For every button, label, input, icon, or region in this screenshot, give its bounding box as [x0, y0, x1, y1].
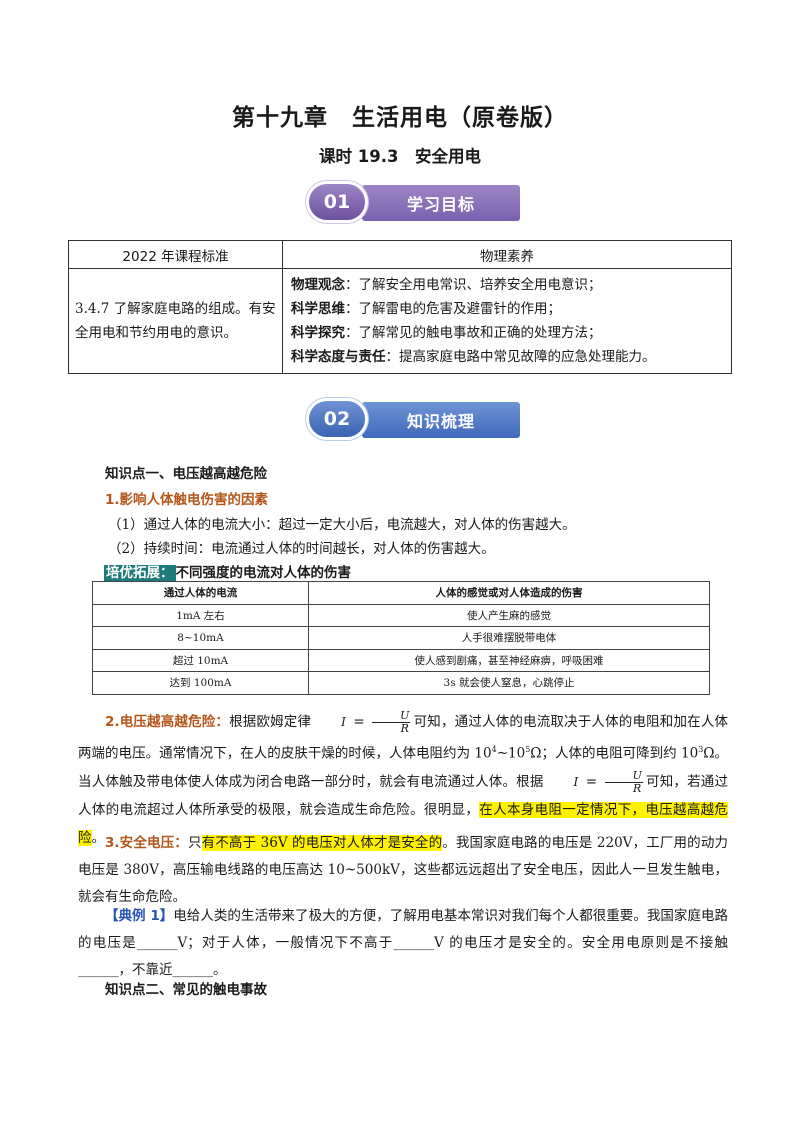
paragraph-safe-voltage: 3.安全电压：只有不高于 36V 的电压对人体才是安全的。我国家庭电路的电压是 … [78, 835, 728, 905]
table-row: 超过 10mA 使人感到剧痛，甚至神经麻痹，呼吸困难 [92, 648, 710, 672]
table-header: 物理素养 [282, 240, 732, 269]
page-subtitle: 课时 19.3 安全用电 [319, 147, 481, 166]
text-line: （1）通过人体的电流大小：超过一定大小后，电流越大，对人体的伤害越大。 [108, 517, 576, 533]
table-header: 通过人体的电流 [92, 581, 309, 605]
literacy-item: 科学思维：了解雷电的危害及避雷针的作用； [291, 301, 561, 317]
literacy-item: 物理观念：了解安全用电常识、培养安全用电意识； [291, 277, 602, 293]
standard-text: 3.4.7 了解家庭电路的组成。有安全用电和节约用电的意识。 [68, 268, 283, 374]
section-label: 知识梳理 [362, 402, 520, 438]
example-label: 【典例 1】 [105, 908, 174, 924]
curriculum-standards-table: 2022 年课程标准 物理素养 3.4.7 了解家庭电路的组成。有安全用电和节约… [68, 240, 732, 374]
table-header: 2022 年课程标准 [68, 240, 283, 269]
highlight: 有不高于 36V 的电压对人体才是安全的 [201, 835, 443, 851]
literacy-item: 科学探究：了解常见的触电事故和正确的处理方法； [291, 325, 602, 341]
knowledge-point-heading: 知识点一、电压越高越危险 [105, 466, 267, 482]
table-row: 8~10mA 人手很难摆脱带电体 [92, 626, 710, 650]
section-label: 学习目标 [362, 185, 520, 221]
section-number-badge: 02 [306, 398, 368, 440]
literacy-list: 物理观念：了解安全用电常识、培养安全用电意识； 科学思维：了解雷电的危害及避雷针… [282, 268, 732, 374]
table-row: 达到 100mA 3s 就会使人窒息，心跳停止 [92, 671, 710, 695]
knowledge-point-heading: 知识点二、常见的触电事故 [105, 982, 267, 998]
table-header: 人体的感觉或对人体造成的伤害 [308, 581, 710, 605]
page-title: 第十九章 生活用电（原卷版） [232, 105, 568, 131]
literacy-item: 科学态度与责任：提高家庭电路中常见故障的应急处理能力。 [291, 349, 656, 365]
ohms-law-formula: I [341, 715, 346, 729]
subheading: 1.影响人体触电伤害的因素 [105, 492, 269, 508]
extension-title: 不同强度的电流对人体的伤害 [175, 565, 352, 581]
extension-heading: 培优拓展：不同强度的电流对人体的伤害 [104, 561, 351, 581]
table-row: 1mA 左右 使人产生麻的感觉 [92, 603, 710, 627]
extension-tag: 培优拓展： [104, 565, 176, 581]
section-banner-goals: 学习目标 01 [306, 181, 520, 227]
example-1: 【典例 1】电给人类的生活带来了极大的方便，了解用电基本常识对我们每个人都很重要… [78, 908, 729, 978]
section-number-badge: 01 [306, 181, 368, 223]
text-line: （2）持续时间：电流通过人体的时间越长，对人体的伤害越大。 [108, 541, 495, 557]
section-banner-knowledge: 知识梳理 02 [306, 398, 520, 444]
ohms-law-formula: I [573, 774, 579, 789]
current-effects-table: 通过人体的电流 人体的感觉或对人体造成的伤害 1mA 左右 使人产生麻的感觉 8… [92, 581, 710, 695]
